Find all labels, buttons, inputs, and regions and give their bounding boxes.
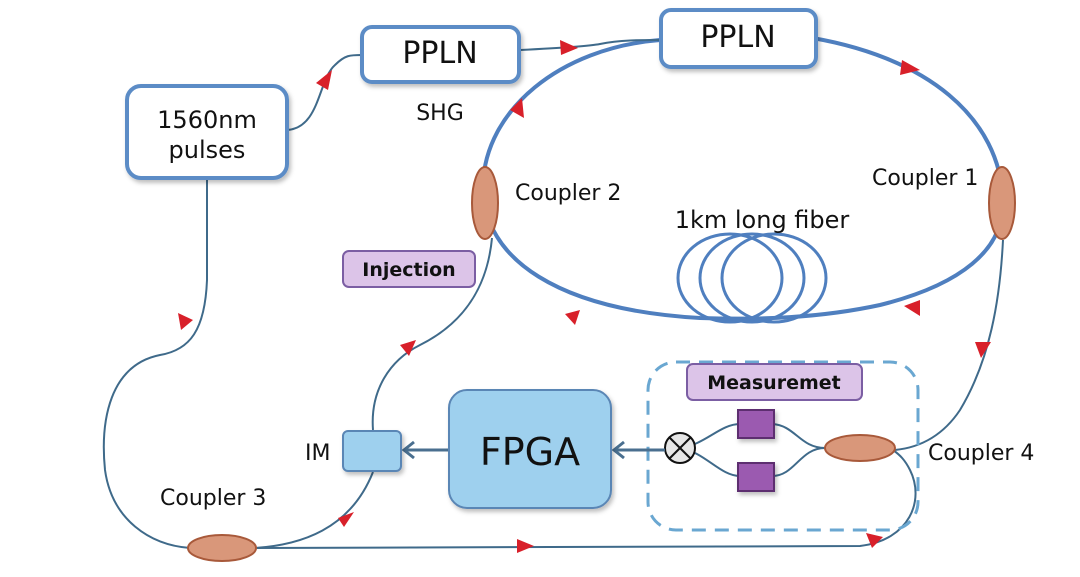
im-label: IM [305,441,330,466]
injection-tag-label: Injection [362,259,455,281]
source-label-line1: 1560nm [157,106,257,134]
ppln-shg-box [360,25,521,84]
coupler-3-label: Coupler 3 [160,486,266,511]
arrow-icon [904,300,920,316]
flow-arrows [178,40,991,553]
arrow-icon [866,533,883,548]
coupler-4-label: Coupler 4 [928,441,1034,466]
intensity-modulator-box [342,430,402,472]
ppln-ring-box [659,8,818,69]
fiber-source-to-ppln [286,54,363,131]
arrow-icon [975,342,991,358]
fpga-label: FPGA [480,430,580,474]
fpga-box [448,389,612,509]
fiber-im-to-coupler2 [371,237,493,431]
source-box [125,84,289,180]
fiber-coupler3-to-im [254,471,374,549]
fiber-spool-icon [676,232,828,324]
coupler-1 [988,166,1016,240]
fiber-coupler3-to-coupler4 [254,449,917,549]
fiber-length-label: 1km long fiber [675,206,850,234]
signal-arrow-fpga-to-im [401,440,448,460]
arrow-icon [900,60,920,75]
arrow-icon [517,539,534,553]
fiber-coupler4-branches [679,423,826,477]
source-label-line2: pulses [169,136,246,164]
arrow-icon [400,340,416,356]
coupler-4 [824,434,896,462]
mixer-icon [664,432,696,464]
shg-label: SHG [416,101,464,126]
arrow-icon [510,98,524,118]
photodetector-top [737,409,775,439]
arrow-icon [560,40,578,55]
photodetector-bottom [737,462,775,492]
ppln-ring-label: PPLN [700,20,775,55]
ppln-shg-label: PPLN [402,36,477,71]
arrow-icon [178,313,193,330]
fiber-source-to-coupler3 [102,180,208,549]
measurement-tag [686,363,863,401]
signal-arrow-mixer-to-fpga [611,440,665,460]
arrow-icon [565,310,580,325]
measurement-tag-label: Measuremet [707,372,840,394]
coupler-2 [471,166,499,240]
injection-tag [342,250,476,288]
fiber-ppln-to-ppln [519,39,661,51]
coupler-1-label: Coupler 1 [872,166,978,191]
coupler-2-label: Coupler 2 [515,181,621,206]
arrow-icon [338,512,354,527]
arrow-icon [316,70,332,90]
coupler-3 [187,534,257,562]
